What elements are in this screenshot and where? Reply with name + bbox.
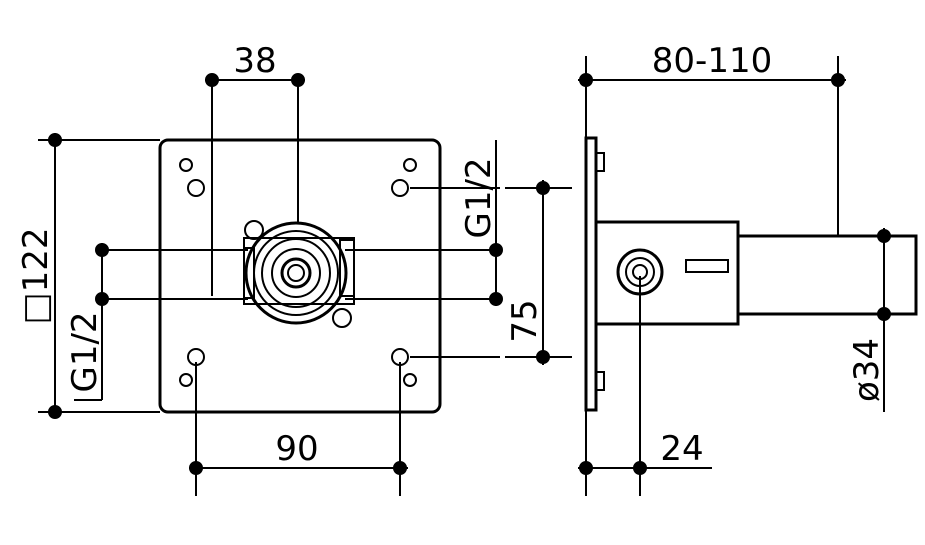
label-34: ø34 — [847, 338, 887, 402]
front-view: 38 □122 G1/2 G1/2 — [16, 41, 572, 496]
dimension-90: 90 — [189, 362, 408, 496]
label-38: 38 — [233, 41, 276, 81]
dimension-38: 38 — [205, 41, 305, 87]
dimension-g12-left: G1/2 — [65, 243, 109, 401]
dimension-24: 24 — [578, 276, 712, 496]
mounting-plate — [158, 138, 442, 414]
label-g12-right: G1/2 — [459, 157, 499, 238]
dimension-g12-right: G1/2 — [459, 140, 503, 306]
dimension-34: ø34 — [847, 228, 891, 412]
side-view: 80-110 24 ø3 — [578, 41, 918, 496]
dimension-122: □122 — [16, 133, 160, 419]
valve-body — [243, 220, 355, 328]
mounting-holes — [179, 158, 417, 387]
label-24: 24 — [660, 429, 703, 469]
label-75: 75 — [505, 299, 545, 342]
label-80-110: 80-110 — [652, 41, 772, 81]
label-122: □122 — [16, 227, 56, 324]
dimension-75: 75 — [505, 180, 572, 365]
label-90: 90 — [275, 429, 318, 469]
label-g12-left: G1/2 — [65, 311, 105, 392]
valve-housing-side — [594, 220, 918, 326]
